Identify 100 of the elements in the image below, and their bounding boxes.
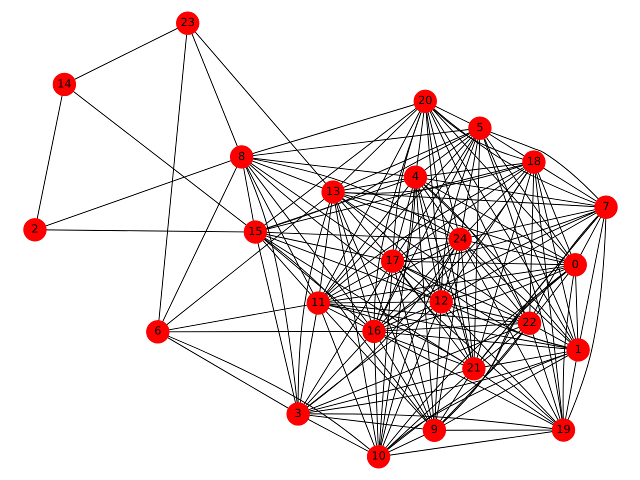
connector [384, 334, 464, 366]
connector [264, 108, 416, 226]
node-circle: 11 [306, 291, 330, 315]
connector [480, 216, 598, 360]
connector [264, 238, 428, 422]
connector [384, 271, 566, 448]
connector [392, 112, 422, 250]
connector [394, 272, 432, 420]
connector [434, 106, 470, 124]
node-circle: 8 [229, 145, 253, 169]
connector [450, 306, 567, 348]
connector [328, 308, 364, 327]
connector [384, 332, 567, 350]
connector [461, 138, 478, 228]
connector [308, 371, 463, 412]
connector [388, 431, 552, 456]
node-circle: 2 [22, 218, 46, 242]
connector [445, 312, 469, 359]
connector [340, 200, 385, 253]
connector [470, 241, 564, 263]
node-circle: 16 [362, 320, 386, 344]
node-circle: 21 [462, 357, 486, 380]
connector [384, 306, 431, 328]
connector [451, 304, 518, 321]
connector [44, 160, 231, 226]
connector [168, 304, 308, 330]
connector [379, 188, 414, 446]
node-circle: 0 [563, 253, 586, 277]
connector [542, 168, 596, 202]
connector [451, 267, 564, 300]
connector [574, 276, 578, 340]
connector [380, 247, 452, 324]
connector [324, 186, 408, 295]
connector [166, 198, 324, 326]
connector [579, 218, 604, 340]
node-circle: 7 [594, 196, 618, 219]
connector [344, 192, 595, 208]
connector [72, 90, 246, 226]
connector [434, 312, 441, 420]
connector [262, 240, 311, 296]
node-circle: 23 [176, 12, 199, 35]
connector [249, 164, 432, 298]
connector [256, 242, 296, 404]
connector [194, 32, 326, 184]
connector [318, 202, 332, 292]
connector [379, 340, 428, 421]
connector [380, 248, 454, 446]
connector [341, 198, 435, 293]
connector [484, 351, 567, 368]
node-circle: 15 [243, 220, 267, 244]
connector [562, 276, 574, 420]
connector [266, 232, 449, 240]
connector [435, 250, 460, 420]
connector [403, 261, 564, 266]
connector [250, 162, 384, 256]
connector [252, 129, 469, 156]
connector [265, 133, 470, 230]
connector [299, 314, 316, 404]
node-circle: 19 [551, 418, 575, 442]
connector [416, 112, 424, 166]
connector [248, 166, 368, 323]
connector [467, 170, 526, 232]
connector [388, 434, 424, 452]
node-circle: 4 [403, 165, 427, 189]
connector [567, 218, 606, 420]
connector [265, 234, 382, 260]
connector [534, 172, 562, 420]
connector [482, 330, 521, 362]
connector [327, 266, 383, 298]
connector [328, 266, 564, 302]
node-circle: 10 [366, 445, 390, 468]
connector [537, 172, 571, 255]
node-circle: 5 [468, 116, 492, 140]
connector [325, 311, 427, 422]
connector [306, 308, 432, 408]
connector [382, 171, 528, 326]
connector [162, 166, 237, 322]
connector [442, 271, 566, 424]
connector [252, 104, 414, 154]
connector [342, 132, 470, 188]
connector [308, 326, 519, 410]
connector [433, 108, 596, 204]
connector [246, 166, 313, 294]
connector [378, 272, 392, 446]
connector [415, 188, 434, 420]
connector [486, 137, 569, 256]
connector [190, 33, 238, 147]
connector [533, 215, 598, 314]
connector [251, 160, 322, 188]
node-circle: 20 [413, 90, 436, 113]
connector [373, 342, 378, 446]
connector [398, 270, 555, 423]
node-circle: 14 [52, 72, 76, 96]
connector [488, 134, 524, 157]
node-circle: 1 [566, 338, 590, 362]
node-circle: 6 [146, 320, 169, 344]
connector [403, 210, 596, 261]
connector [245, 166, 298, 404]
connector [466, 248, 522, 315]
connector [386, 376, 466, 450]
